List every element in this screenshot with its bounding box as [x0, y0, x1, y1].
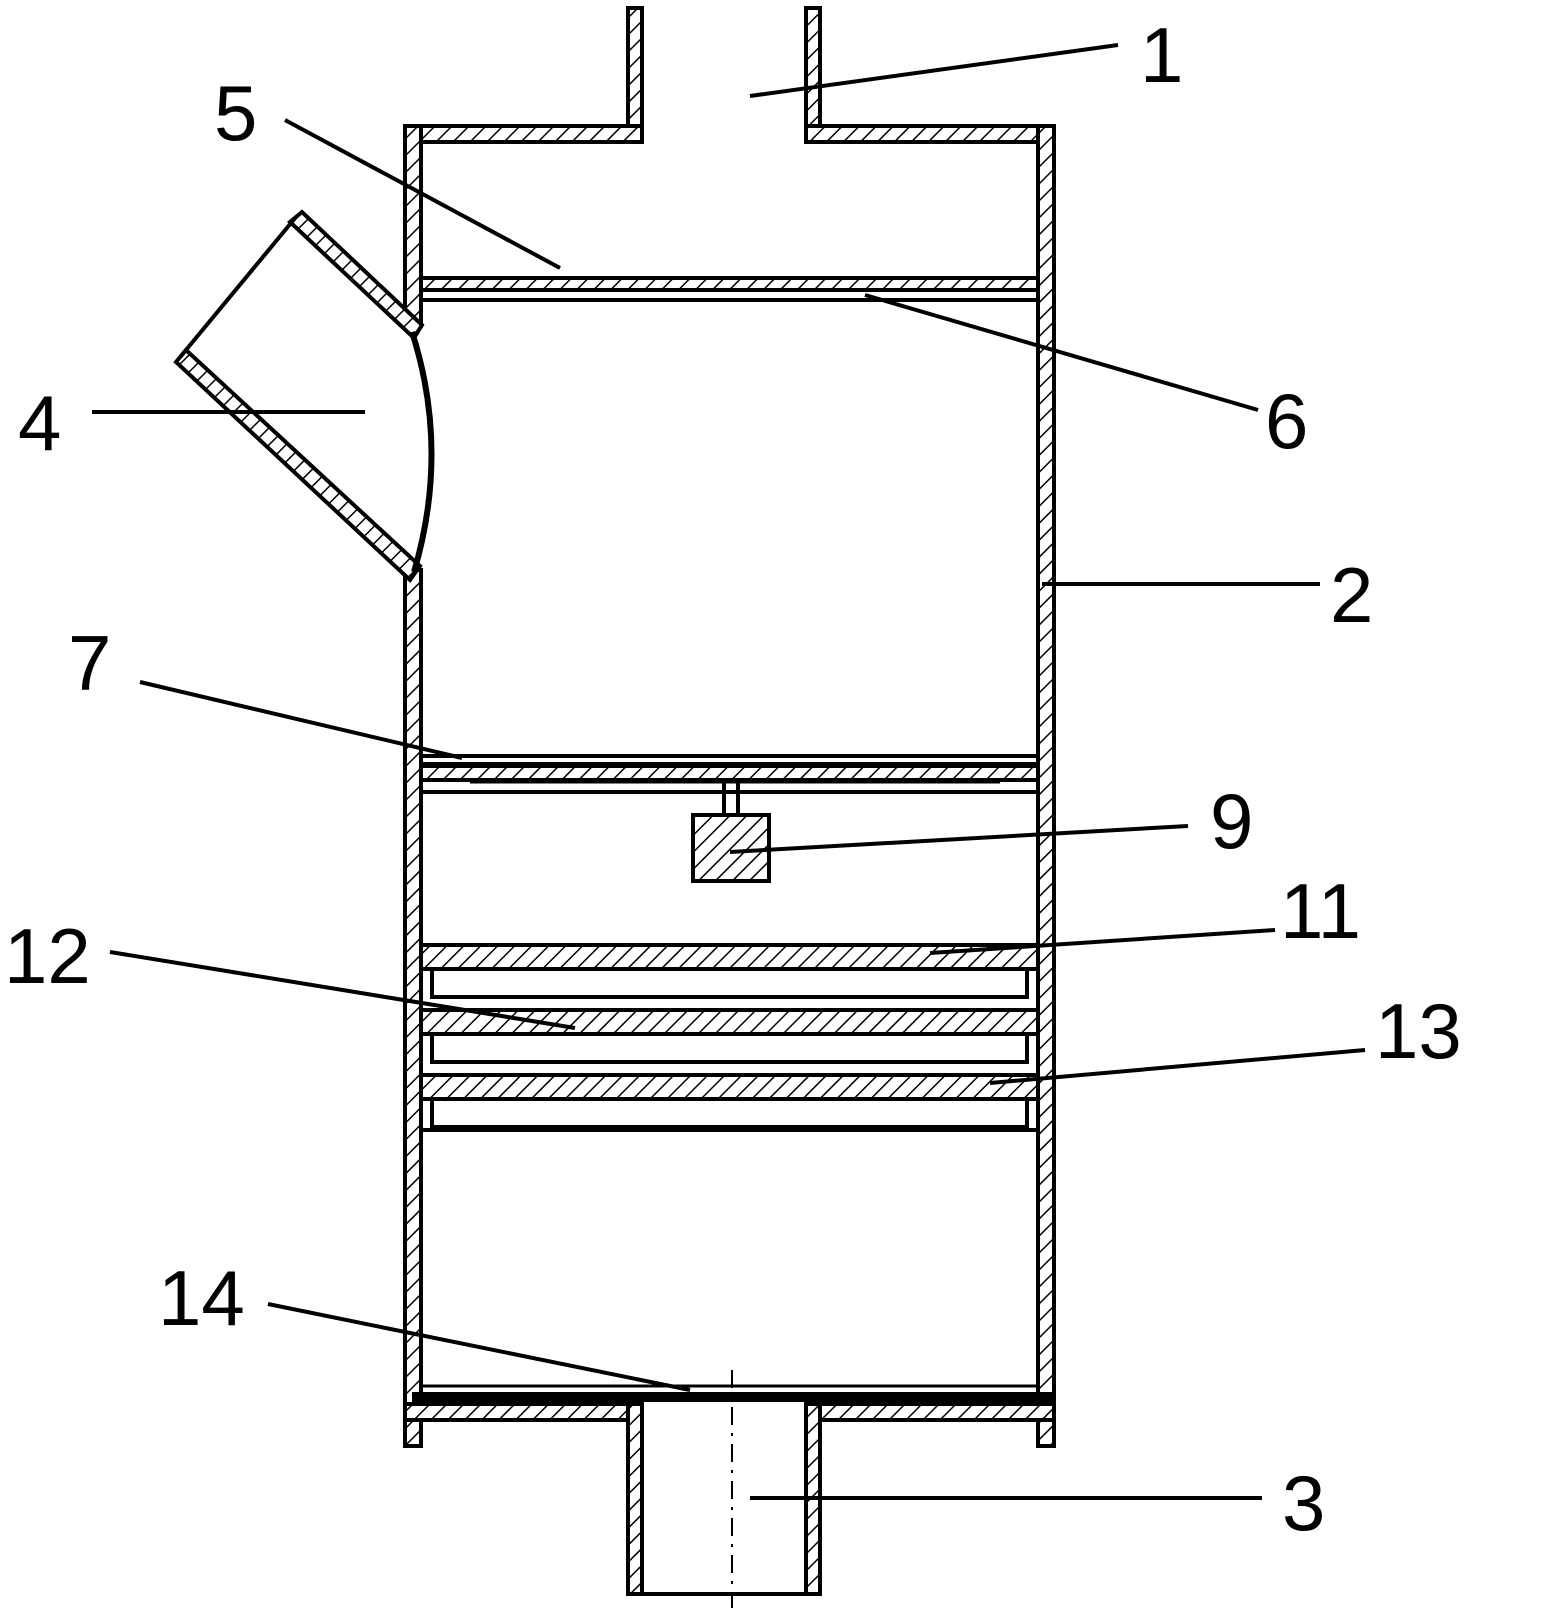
plate-upper — [419, 276, 1040, 302]
label-1: 1 — [1140, 11, 1183, 99]
leader-13 — [989, 1048, 1366, 1085]
side-inlet-tube — [173, 209, 435, 584]
leader-5 — [284, 118, 561, 270]
label-14: 14 — [158, 1254, 245, 1342]
leader-7 — [139, 680, 463, 760]
right-housing-wall — [1036, 124, 1056, 1448]
bottom-plate — [412, 1384, 1052, 1402]
hanging-block — [691, 780, 771, 883]
left-housing-wall-lower — [403, 568, 423, 1448]
leader-14 — [267, 1302, 691, 1392]
leader-1 — [749, 43, 1119, 98]
left-housing-wall-upper — [403, 124, 423, 328]
top-cap — [403, 124, 1056, 144]
bottom-cap — [403, 1402, 1056, 1422]
leader-11 — [929, 928, 1276, 955]
label-7: 7 — [68, 619, 111, 707]
leader-6 — [864, 293, 1259, 412]
bottom-outlet-pipe — [626, 1370, 822, 1608]
distribution-plate — [419, 754, 1040, 794]
label-3: 3 — [1282, 1459, 1325, 1547]
label-13: 13 — [1375, 987, 1462, 1075]
filter-layer-11 — [419, 943, 1040, 999]
label-9: 9 — [1210, 777, 1253, 865]
top-inlet-pipe — [626, 6, 822, 140]
leader-12 — [109, 950, 576, 1030]
label-4: 4 — [18, 379, 61, 467]
label-5: 5 — [214, 69, 257, 157]
label-11: 11 — [1280, 867, 1361, 955]
filter-layer-12 — [419, 1008, 1040, 1064]
filter-layer-13 — [419, 1073, 1040, 1129]
label-2: 2 — [1330, 551, 1373, 639]
leader-9 — [729, 824, 1189, 854]
label-6: 6 — [1265, 377, 1308, 465]
label-12: 12 — [4, 912, 91, 1000]
